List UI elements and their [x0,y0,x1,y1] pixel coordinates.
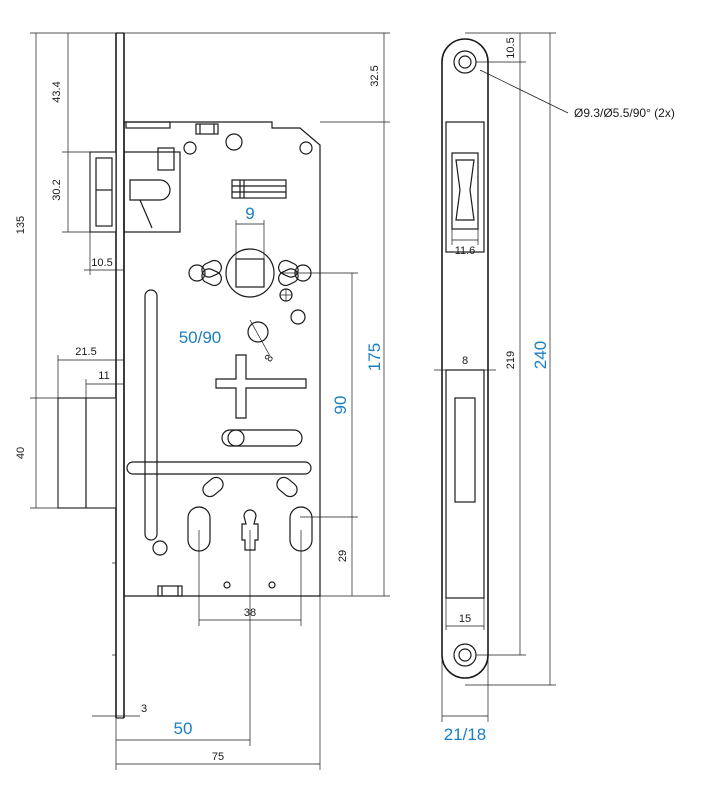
dim-11-label: 11 [98,370,109,382]
dim-10-5-plate-label: 10.5 [505,37,517,58]
dim-9 [235,220,265,259]
dim-219-label: 219 [505,351,517,369]
dim-10-5-plate [465,32,556,63]
dim-50-label: 50 [174,719,193,738]
dim-240-label: 240 [531,341,550,369]
dim-21-5-label: 21.5 [75,346,96,358]
latch-bolt-side [89,147,181,233]
dim-90-label: 90 [331,396,350,415]
dim-3-label: 3 [141,703,147,715]
faceplate-side-view [112,32,125,719]
dim-75 [116,596,321,770]
dim-11-6 [451,229,479,245]
dim-43-4 [62,33,90,153]
screw-hole-annotation: Ø9.3/Ø5.5/90° (2x) [574,106,675,120]
dim-21-5 [57,355,124,398]
dim-175-label: 175 [365,343,384,371]
dim-15 [445,598,485,630]
dim-135-label: 135 [15,216,27,234]
dim-40-label: 40 [15,447,27,459]
screw-hole-leader [479,69,569,114]
dim-240 [465,33,556,686]
dim-10-5-left-label: 10.5 [91,257,112,269]
dim-11-6-label: 11.6 [455,245,476,257]
dim-219 [476,62,526,656]
dim-90 [280,272,358,518]
dim-135 [30,32,116,399]
dim-8-plate-label: 8 [462,355,468,367]
deadbolt-side [57,397,117,509]
dim-21-18-label: 21/18 [444,725,487,744]
dim-10-5-left [84,232,124,275]
dim-8-leader [249,319,271,357]
lock-case [123,121,321,597]
dim-21-18 [441,655,489,722]
dim-15-label: 15 [459,613,471,625]
dim-43-4-label: 43.4 [51,81,63,102]
dim-29-label: 29 [337,550,349,562]
dim-30-2 [62,152,90,233]
dim-9-label: 9 [245,204,254,223]
dim-30-2-label: 30.2 [51,179,63,200]
dim-8-small-label: 8 [263,353,276,364]
dim-32-5-label: 32.5 [369,65,381,86]
dim-11 [85,379,124,398]
dim-32-5 [124,32,390,123]
dim-175 [320,122,390,597]
dim-50-90-label: 50/90 [179,328,222,347]
dim-75-label: 75 [212,751,224,763]
dim-40 [30,398,58,509]
dim-50 [115,530,251,770]
